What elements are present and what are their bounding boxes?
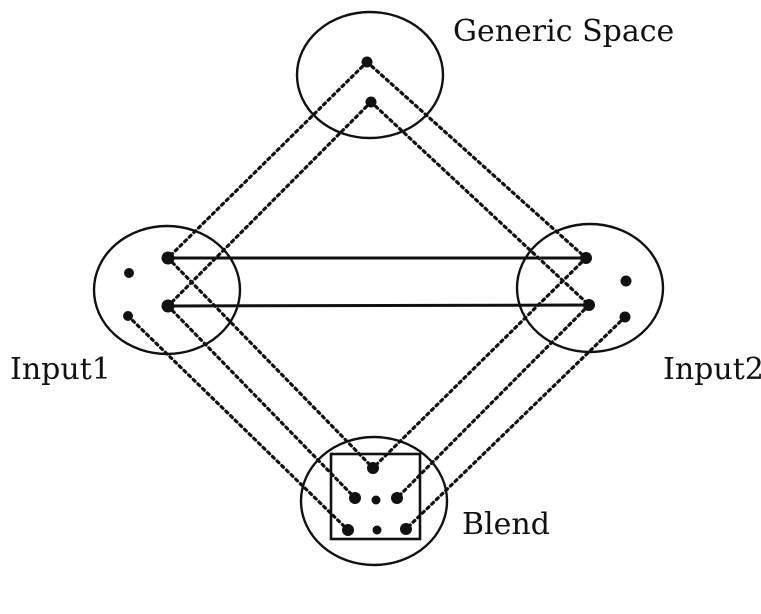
input2-point xyxy=(583,299,595,311)
blend-point xyxy=(342,524,354,536)
projection-generic-input1-b xyxy=(166,100,373,308)
blend-label: Blend xyxy=(462,507,550,542)
projection-generic-input2-a xyxy=(365,60,588,260)
input2-point xyxy=(580,252,592,264)
input1-point xyxy=(161,299,175,313)
cross-space-mapping xyxy=(167,256,590,308)
projection-input2-blend-a xyxy=(371,256,588,470)
cross-mapping-line-bottom xyxy=(167,303,590,308)
input1-label: Input1 xyxy=(10,352,111,387)
projection-generic-input2-b xyxy=(369,100,591,307)
input1-point xyxy=(124,268,134,278)
projection-input2-blend-b xyxy=(395,303,591,500)
projection-lines xyxy=(126,60,627,532)
generic-point xyxy=(361,56,373,68)
blend-point xyxy=(371,495,381,505)
projection-input1-blend-a xyxy=(166,256,375,470)
blend-point xyxy=(372,525,382,535)
generic-space-circle xyxy=(295,10,445,140)
generic-point xyxy=(365,96,377,108)
projection-input2-blend-c xyxy=(404,315,627,531)
blend-point xyxy=(367,462,379,474)
input2-point xyxy=(619,311,631,323)
input2-circle xyxy=(515,222,665,354)
blend-point xyxy=(400,523,412,535)
blend-space xyxy=(299,435,449,567)
input2-label: Input2 xyxy=(663,352,761,387)
input1-point xyxy=(161,251,175,265)
blend-circle xyxy=(299,435,449,567)
input1-point xyxy=(123,311,133,321)
generic-space xyxy=(295,10,445,140)
blend-emergent-structure-box xyxy=(329,452,422,541)
blend-point xyxy=(391,492,403,504)
projection-generic-input1-a xyxy=(166,60,369,260)
input1-circle xyxy=(92,224,242,356)
input2-point xyxy=(620,275,632,287)
input2-space xyxy=(515,222,665,354)
projection-input1-blend-c xyxy=(126,314,350,532)
projection-input1-blend-b xyxy=(166,304,357,500)
input1-space xyxy=(92,224,242,356)
generic-space-label: Generic Space xyxy=(453,14,674,49)
blend-point xyxy=(349,492,361,504)
